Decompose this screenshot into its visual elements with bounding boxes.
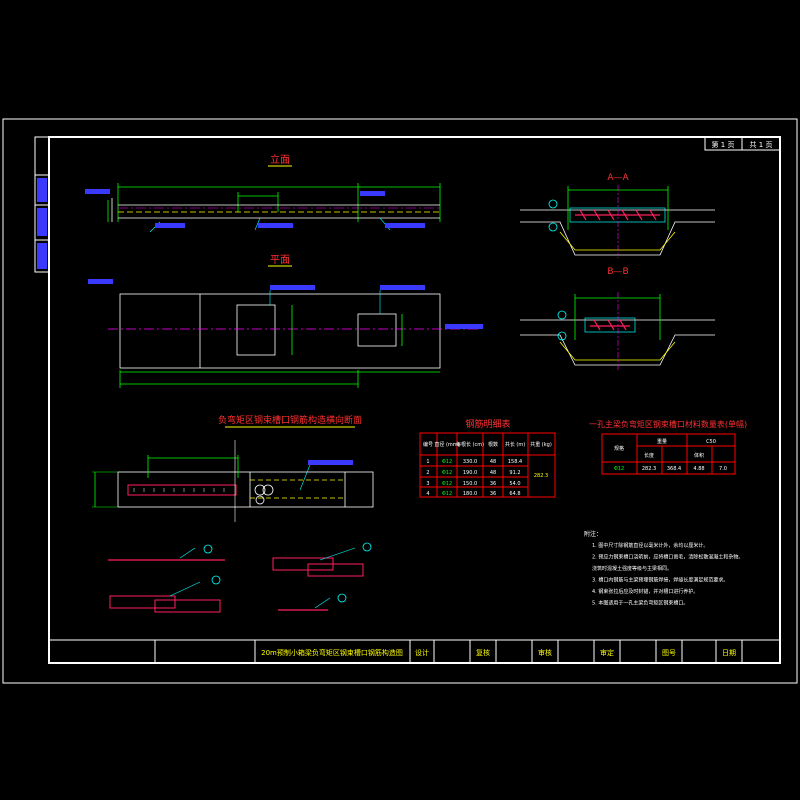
rebar-table-cell: 48	[490, 470, 496, 476]
section-b: B—B	[520, 267, 715, 370]
plan-view: 平面	[88, 255, 483, 388]
elevation-view: 立面	[85, 153, 441, 233]
elevation-title: 立面	[270, 153, 290, 166]
notes-line: 2. 预应力钢束槽口浇筑前，应将槽口凿毛，清除松散混凝土和杂物。	[592, 554, 743, 561]
material-table-header: C50	[706, 439, 716, 445]
notes-heading: 附注：	[584, 530, 602, 538]
material-table-cell: 368.4	[667, 466, 681, 472]
material-table-header: 重量	[657, 438, 667, 445]
rebar-table-header: 共重 (kg)	[530, 441, 552, 448]
notes-line: 浇筑时混凝土强度等级与主梁相同。	[592, 565, 672, 572]
detail-section: 负弯矩区钢束槽口钢筋构造横向断面	[92, 414, 374, 522]
rebar-table-cell: 36	[490, 481, 496, 487]
rebar-table-cell: 48	[490, 459, 496, 465]
rebar-table-cell: 180.0	[463, 491, 477, 497]
rebar-table-cell: 3	[426, 481, 429, 487]
rebar-table-header: 直径 (mm)	[434, 441, 459, 448]
material-table-cell: 282.3	[642, 466, 656, 472]
notes-line: 4. 钢束张拉后应及时封锚，并对槽口进行养护。	[592, 588, 698, 595]
reviewer-label: 审核	[538, 648, 552, 657]
section-a-bars	[575, 209, 660, 221]
material-table-cell: 7.0	[719, 466, 727, 472]
rebar-table-cell: 36	[490, 491, 496, 497]
plan-title: 平面	[270, 255, 290, 266]
section-b-bars	[590, 319, 630, 331]
rebar-table-cell: 150.0	[463, 481, 477, 487]
material-table-title: 一孔主梁负弯矩区钢束槽口材料数量表(单幅)	[589, 419, 747, 429]
approver-label: 审定	[600, 648, 614, 657]
inner-frame	[48, 136, 781, 664]
material-table-header: 规格	[614, 445, 624, 452]
rebar-table-cell: Φ12	[442, 491, 452, 497]
checker-label: 复核	[476, 648, 490, 657]
material-table-cell: 4.88	[693, 466, 704, 472]
rebar-table-cell: 190.0	[463, 470, 477, 476]
rebar-table-cell: 54.0	[509, 481, 520, 487]
material-table-header: 体积	[694, 452, 704, 459]
rebar-table-header: 根数	[488, 441, 498, 448]
notes-line: 5. 本图适用于一孔主梁负弯矩区钢束槽口。	[592, 600, 688, 607]
material-table-cell: Φ12	[614, 466, 624, 472]
rebar-table-cell: 91.2	[509, 470, 520, 476]
rebar-table-header: 每根长 (cm)	[456, 441, 484, 448]
designer-label: 设计	[415, 648, 429, 657]
rebar-table-cell: 158.4	[508, 459, 522, 465]
rebar-table-cell: 330.0	[463, 459, 477, 465]
section-a-title: A—A	[607, 173, 629, 183]
drawing-name: 20m预制小箱梁负弯矩区钢束槽口钢筋构造图	[261, 648, 403, 657]
notes-line: 1. 图中尺寸除钢筋直径以毫米计外，余均以厘米计。	[592, 542, 708, 549]
sheet-label: 第 1 页	[712, 140, 735, 149]
rebar-table-cell: 4	[426, 491, 429, 497]
rebar-table-cell: Φ12	[442, 459, 452, 465]
sheets-total: 共 1 页	[750, 140, 773, 149]
section-a: A—A	[520, 173, 715, 258]
rebar-table-title: 钢筋明细表	[465, 418, 510, 430]
section-b-title: B—B	[607, 267, 628, 277]
detail-title: 负弯矩区钢束槽口钢筋构造横向断面	[218, 414, 362, 426]
notes-line: 3. 槽口内钢筋与主梁预埋钢筋焊接，焊缝长度满足规范要求。	[592, 577, 728, 584]
title-block: 20m预制小箱梁负弯矩区钢束槽口钢筋构造图 设计 复核 审核 审定 图号 日期	[48, 639, 781, 664]
notes: 附注： 1. 图中尺寸除钢筋直径以毫米计外，余均以厘米计。 2. 预应力钢束槽口浇…	[584, 530, 743, 607]
date-label: 日期	[722, 649, 736, 657]
rebar-table-cell: 64.8	[509, 491, 520, 497]
rebar-table-total: 282.3	[534, 473, 548, 479]
rebar-table-header: 编号	[423, 441, 433, 448]
rebar-table-cell: 2	[426, 470, 429, 476]
sheet-number-box: 第 1 页 共 1 页	[704, 136, 781, 151]
rebar-shapes	[108, 542, 372, 613]
rebar-table-header: 共长 (m)	[505, 441, 525, 448]
figure-no-label: 图号	[662, 649, 676, 657]
rebar-table-cell: Φ12	[442, 470, 452, 476]
outer-frame	[2, 118, 798, 684]
binding-strip	[34, 136, 50, 273]
material-table-header: 长度	[644, 452, 654, 459]
rebar-table-cell: Φ12	[442, 481, 452, 487]
rebar-table-cell: 1	[426, 459, 429, 465]
detail-bar-row	[133, 488, 225, 492]
